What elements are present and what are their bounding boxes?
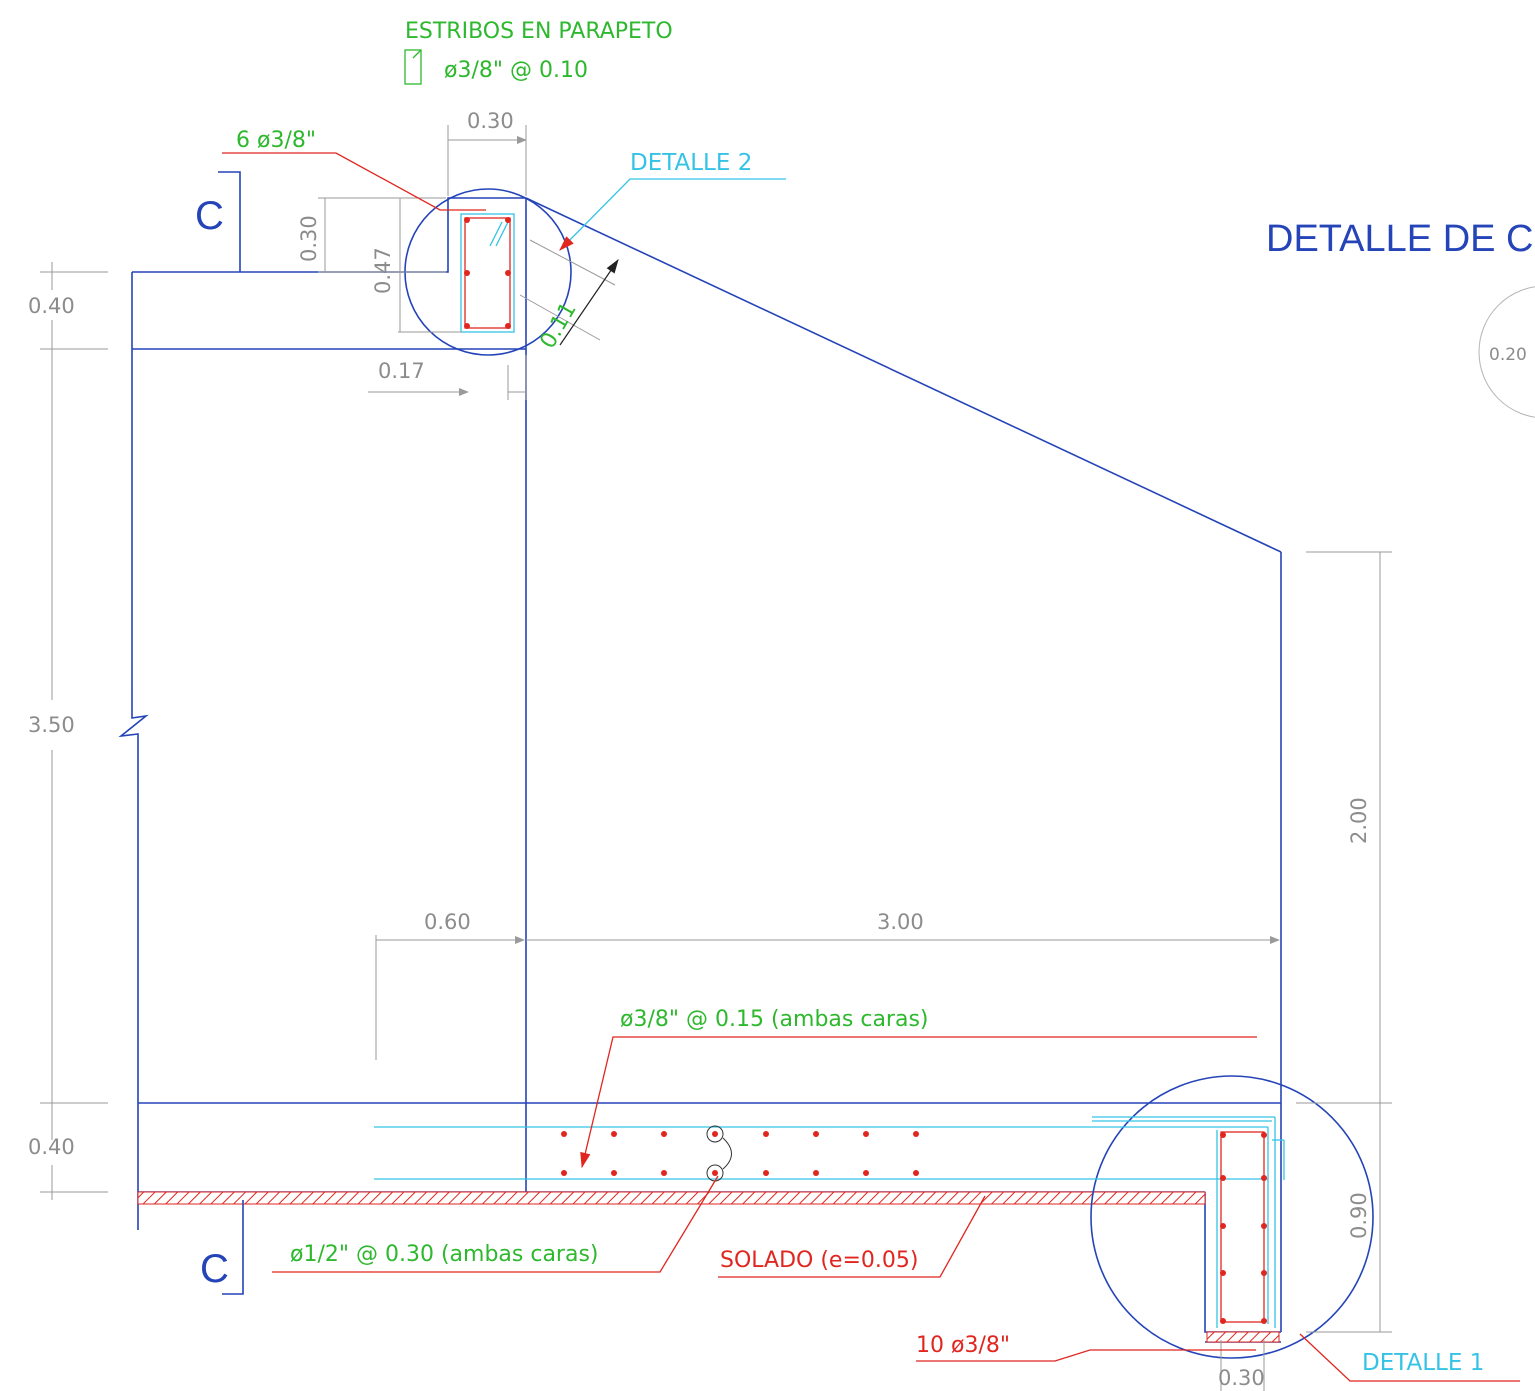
detail2-label: DETALLE 2 [630, 150, 752, 176]
mesh-top-label: ø3/8" @ 0.15 (ambas caras) [620, 1007, 929, 1032]
dim-heel: 3.00 [877, 910, 924, 934]
mesh-bottom-label: ø1/2" @ 0.30 (ambas caras) [290, 1242, 599, 1267]
section-label-bottom: C [200, 1247, 229, 1291]
dim-parapet-total: 0.47 [371, 247, 395, 294]
detail1-label: DETALLE 1 [1362, 1350, 1484, 1376]
dim-slab-top: 0.40 [28, 294, 75, 318]
partial-detail-circle [1478, 286, 1535, 418]
detail1-circle [1090, 1075, 1374, 1359]
dim-toe: 0.60 [424, 910, 471, 934]
dim-offset: 0.17 [378, 359, 425, 383]
rebar-dots [561, 1131, 1267, 1324]
stirrup-icon [404, 49, 422, 85]
section-mark-bottom: C [200, 1200, 244, 1295]
section-mark-top: C [195, 171, 241, 272]
dimension-lines [40, 125, 1392, 1391]
section-label-top: C [195, 194, 224, 238]
dim-footing-height: 0.90 [1347, 1192, 1371, 1239]
key-hatch [1206, 1331, 1280, 1343]
drawing-title: DETALLE DE C [1266, 218, 1533, 260]
leaders [222, 152, 1520, 1382]
dim-stem-height: 2.00 [1347, 797, 1371, 844]
stirrups-label: ESTRIBOS EN PARAPETO [405, 19, 673, 44]
key-bars-label: 10 ø3/8" [916, 1333, 1010, 1358]
dim-slab-bottom: 0.40 [28, 1135, 75, 1159]
solado-hatch [137, 1191, 1206, 1205]
parapet-bars-label: 6 ø3/8" [236, 128, 316, 153]
slab-reinforcement [374, 1116, 1285, 1328]
solado-label: SOLADO (e=0.05) [720, 1248, 918, 1273]
dim-key-width: 0.30 [1218, 1366, 1265, 1390]
structure-outline [118, 197, 1282, 1343]
parapet-reinforcement [460, 213, 515, 333]
stirrups-spec: ø3/8" @ 0.10 [444, 58, 588, 83]
dim-wall-height: 3.50 [28, 713, 75, 737]
dim-parapet-height: 0.30 [297, 215, 321, 262]
dim-parapet-width: 0.30 [467, 109, 514, 133]
dim-partial-detail: 0.20 [1489, 345, 1527, 365]
